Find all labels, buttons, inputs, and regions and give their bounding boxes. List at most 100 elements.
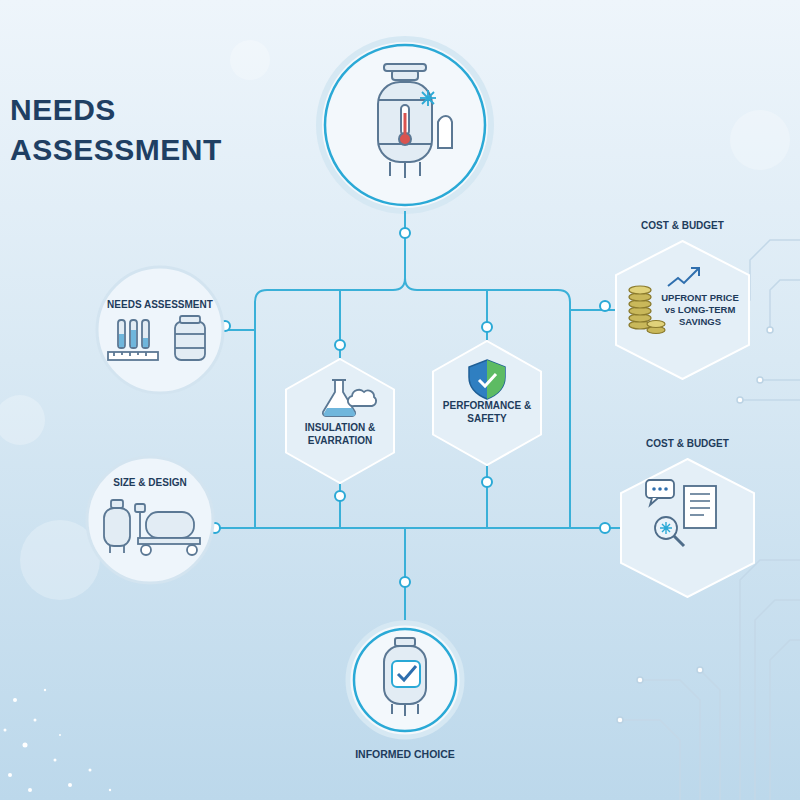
decor-circle xyxy=(68,783,72,787)
decor-circle xyxy=(230,40,270,80)
connector-line xyxy=(225,330,405,620)
decor-rect xyxy=(104,508,130,546)
node-outline xyxy=(285,358,395,484)
decor-circle xyxy=(482,477,492,487)
decor-circle xyxy=(187,545,197,555)
snowflake-icon xyxy=(420,90,436,106)
decor-rect xyxy=(119,334,124,347)
frost-sparkles xyxy=(4,689,112,792)
decor-circle xyxy=(325,45,485,205)
decor-ellipse xyxy=(629,286,651,294)
decor-path xyxy=(700,670,720,800)
decor-circle xyxy=(482,322,492,332)
decor-circle xyxy=(59,734,61,736)
decor-rect xyxy=(142,320,149,348)
size-design-icon xyxy=(104,500,200,555)
node-shape xyxy=(621,459,754,597)
decor-rect xyxy=(131,330,136,347)
node-shape xyxy=(433,341,541,465)
decor-path xyxy=(348,390,376,406)
node-label: COST & BUDGET xyxy=(620,438,755,451)
decor-line xyxy=(378,99,432,101)
decor-rect xyxy=(395,638,415,646)
decor-circle xyxy=(23,743,28,748)
decor-g xyxy=(210,228,610,587)
flask-icon xyxy=(323,380,376,416)
decor-rect xyxy=(118,320,125,348)
decor-line xyxy=(175,333,205,335)
decor-line xyxy=(404,113,407,134)
trend-arrow-icon xyxy=(668,268,699,286)
decor-circle xyxy=(730,110,790,170)
bokeh xyxy=(0,40,790,600)
decor-circle xyxy=(0,395,45,445)
decor-line xyxy=(123,546,125,553)
node-body: UPFRONT PRICE vs LONG-TERM SAVINGS xyxy=(657,292,743,328)
decor-path xyxy=(770,280,800,330)
decor-circle xyxy=(655,517,677,539)
hexagon-node: INSULATION & EVARRATION xyxy=(285,358,395,484)
decor-circle xyxy=(664,487,668,491)
approved-tank-icon xyxy=(384,638,426,716)
node-shape xyxy=(97,267,223,393)
decor-circle xyxy=(28,788,32,792)
decor-circle xyxy=(617,717,623,723)
decor-circle xyxy=(600,523,610,533)
decor-line xyxy=(417,704,419,714)
decor-circle xyxy=(737,397,743,403)
decor-line xyxy=(139,510,141,538)
needs-icon xyxy=(108,316,205,360)
decor-ellipse xyxy=(647,321,665,328)
shield-icon xyxy=(469,360,505,399)
coins-icon xyxy=(629,286,665,334)
top-network-lines xyxy=(255,211,570,358)
decor-path xyxy=(438,116,452,148)
decor-rect xyxy=(130,320,137,348)
node-shape xyxy=(286,359,394,483)
decor-circle xyxy=(637,677,643,683)
decor-path xyxy=(620,720,680,800)
node-shape xyxy=(87,457,213,583)
decor-circle xyxy=(141,545,151,555)
decor-line xyxy=(404,162,406,178)
decor-path xyxy=(740,560,800,800)
decor-circle xyxy=(34,719,37,722)
decor-rect xyxy=(175,322,205,360)
node-label: NEEDS ASSESSMENT xyxy=(103,299,217,312)
decor-rect xyxy=(108,352,158,360)
decor-path xyxy=(755,600,800,800)
connector-line xyxy=(215,528,405,620)
decor-line xyxy=(674,536,684,546)
decor-circle xyxy=(757,377,763,383)
decor-circle xyxy=(399,133,411,145)
hexagon-node: PERFORMANCE & SAFETY xyxy=(432,340,542,466)
circuit-lines xyxy=(620,240,800,800)
decor-circle xyxy=(335,340,345,350)
decor-line xyxy=(175,347,205,349)
cryo-tank-icon xyxy=(378,64,452,178)
decor-circle xyxy=(89,769,92,772)
decor-rect xyxy=(180,316,200,323)
decor-circle xyxy=(8,773,12,777)
decor-circle xyxy=(697,667,703,673)
decor-circle xyxy=(658,487,662,491)
decor-line xyxy=(389,162,391,176)
decor-path xyxy=(324,408,356,416)
connector-line xyxy=(405,310,615,620)
node-label: INFORMED CHOICE xyxy=(315,748,495,761)
decor-rect xyxy=(392,661,420,687)
decor-circle xyxy=(335,491,345,501)
decor-circle xyxy=(13,698,17,702)
decor-path xyxy=(650,498,658,505)
connector-line xyxy=(405,466,487,620)
decor-line xyxy=(404,704,406,716)
decor-path xyxy=(691,268,699,276)
node-label: INSULATION & EVARRATION xyxy=(295,422,385,447)
decor-circle xyxy=(4,729,7,732)
decor-rect xyxy=(384,646,426,704)
decor-circle xyxy=(109,789,111,791)
decor-rect xyxy=(111,500,123,508)
decor-rect xyxy=(135,504,145,512)
decor-rect xyxy=(384,64,426,71)
